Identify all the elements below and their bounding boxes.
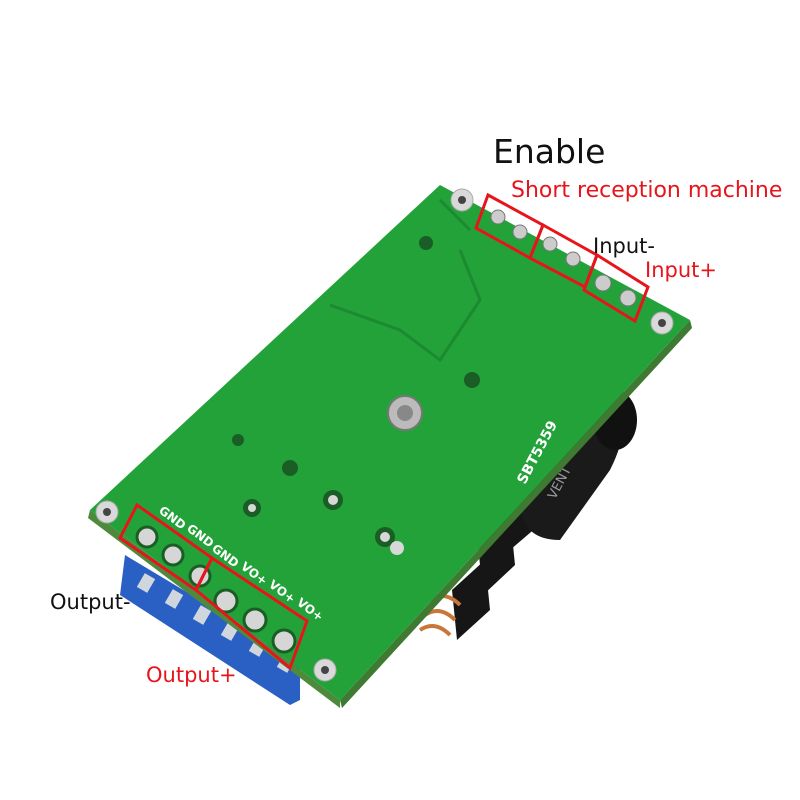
label-input-plus: Input+ — [645, 258, 717, 282]
pcb-board — [90, 185, 690, 700]
label-short-reception: Short reception machine — [511, 178, 783, 203]
label-input-minus: Input- — [593, 234, 655, 258]
terminal-screws — [135, 525, 297, 654]
label-enable: Enable — [493, 132, 606, 171]
annotation-boxes — [118, 192, 650, 671]
label-output-plus: Output+ — [146, 663, 237, 687]
label-output-minus: Output- — [50, 590, 131, 614]
mounting-holes — [95, 188, 674, 682]
header-pins — [490, 209, 637, 307]
